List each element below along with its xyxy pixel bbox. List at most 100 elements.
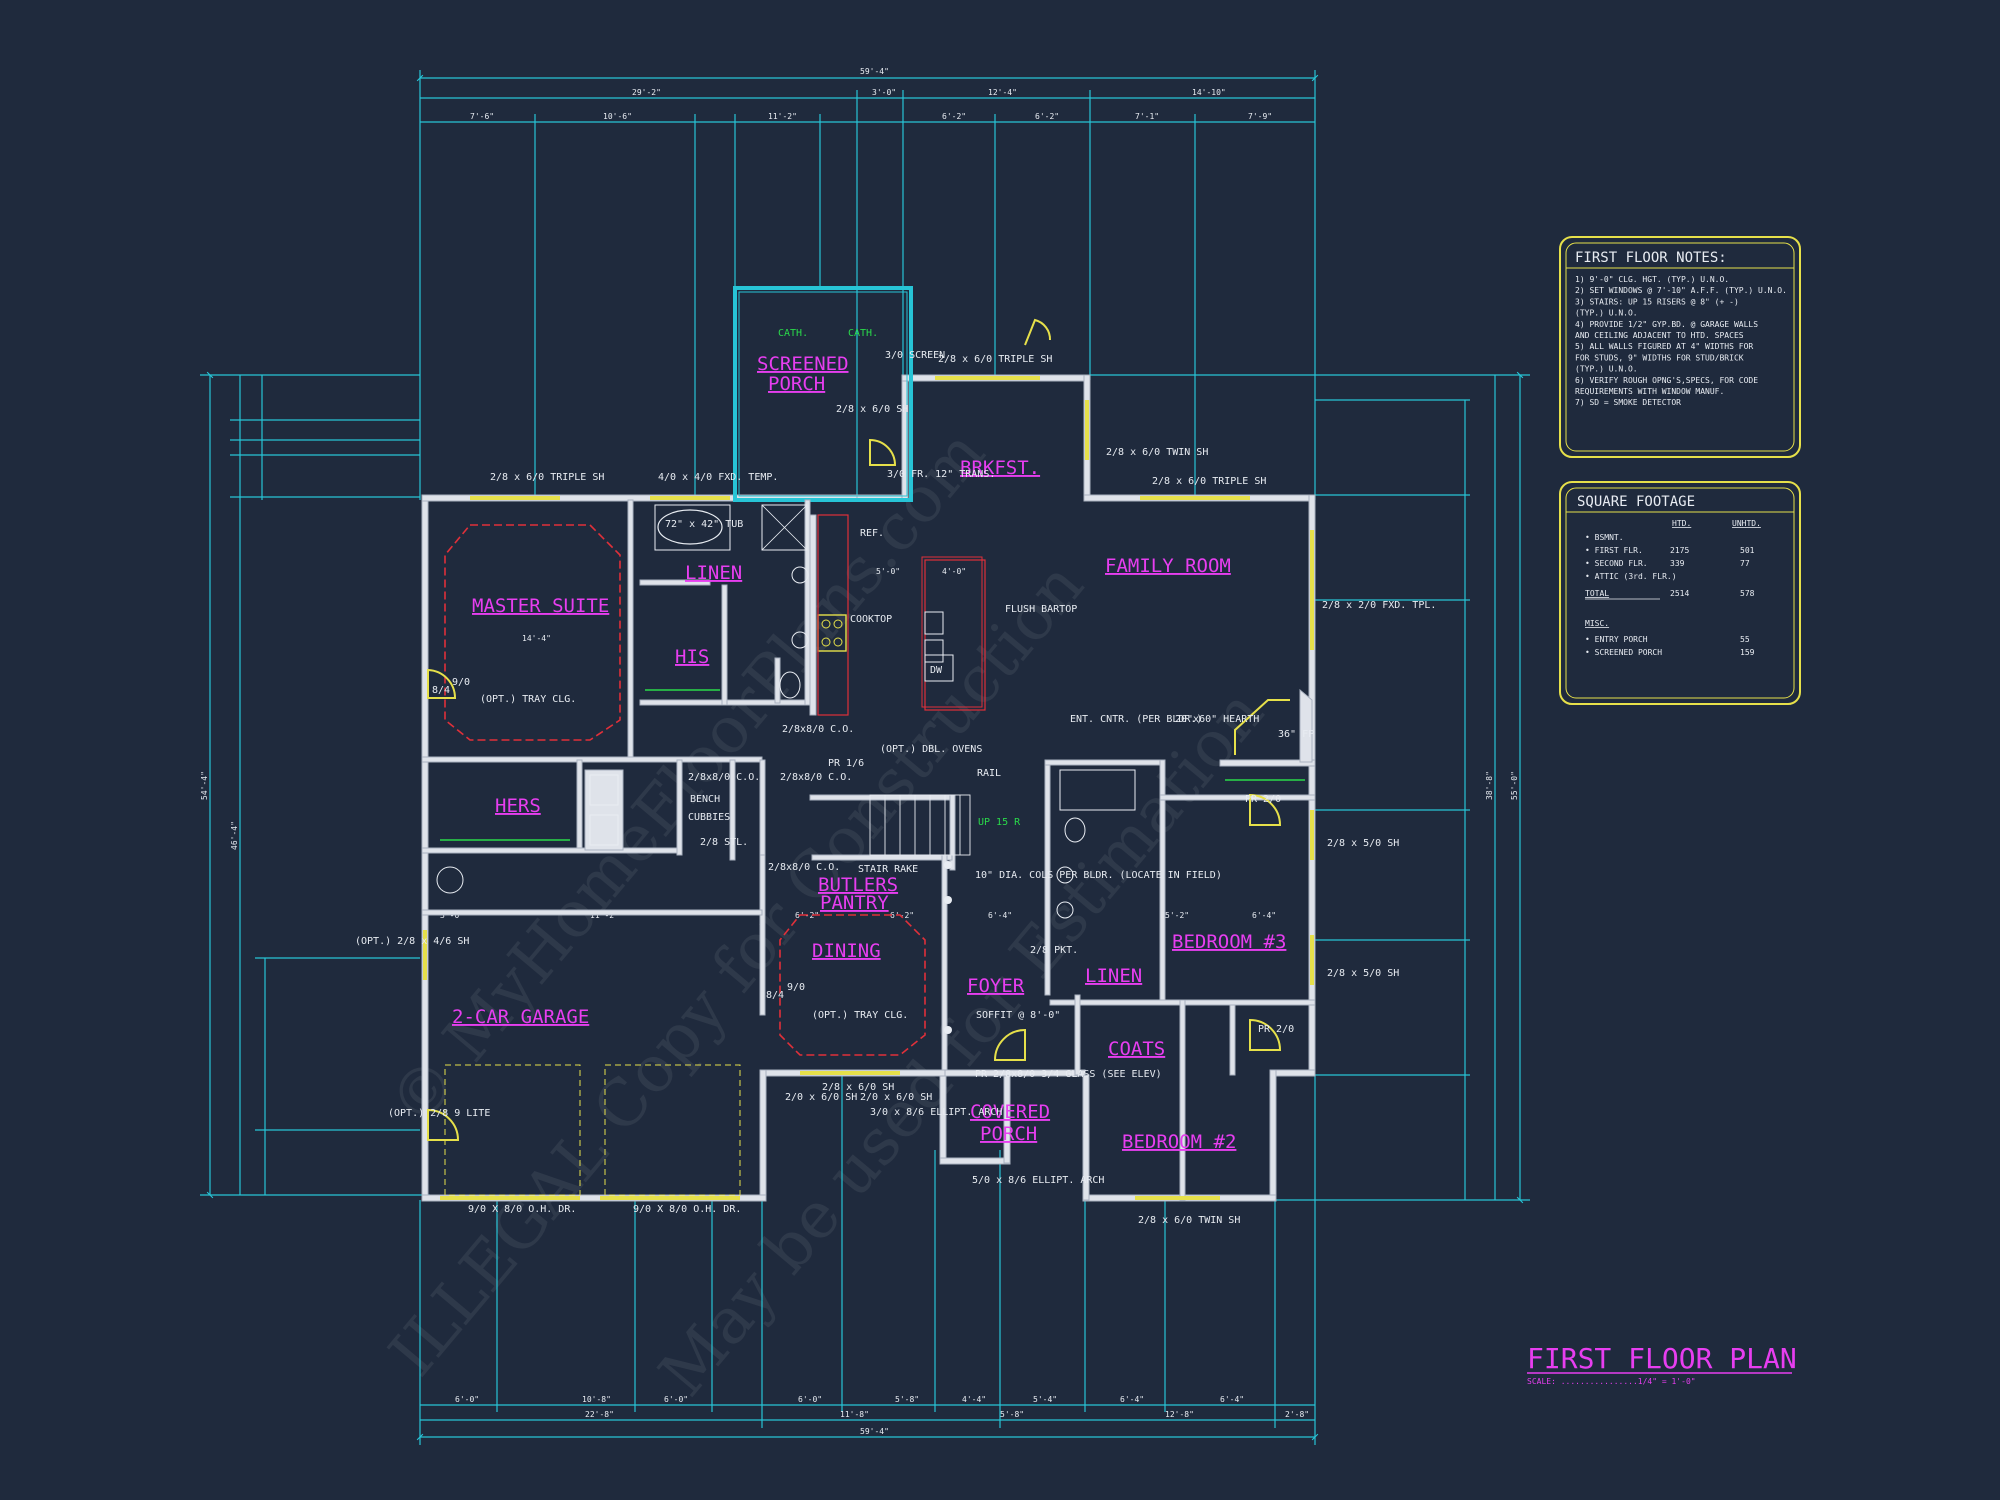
dim-bot-6: 4'-4" (962, 1395, 986, 1404)
label-ellipt-2: 5/0 x 8/6 ELLIPT. ARCH (972, 1175, 1104, 1186)
dim-sub-3: 11'-2" (768, 112, 797, 121)
label-cols: 10" DIA. COLS PER BLDR. (LOCATE IN FIELD… (975, 870, 1222, 881)
label-pr-1-6: PR 1/6 (828, 758, 864, 769)
dim-top-2: 3'-0" (872, 88, 896, 97)
dimension-lines (200, 70, 1530, 1445)
dim-bot-10: 2'-8" (1285, 1410, 1309, 1419)
room-names: SCREENED PORCH BRKFST. FAMILY ROOM MASTE… (452, 353, 1286, 1153)
label-win-br2: 2/8 x 6/0 TWIN SH (1138, 1215, 1240, 1226)
dimension-text: 59'-4" 29'-2" 3'-0" 12'-4" 14'-10" 7'-6"… (200, 67, 1519, 1436)
label-rail: RAIL (977, 768, 1001, 779)
room-covered-porch-2: PORCH (980, 1123, 1037, 1145)
label-pr-2-0-b: PR 2/0 (1258, 1024, 1294, 1035)
note-line: 7) SD = SMOKE DETECTOR (1575, 398, 1681, 407)
note-line: 3) STAIRS: UP 15 RISERS @ 8" (+ -) (1575, 297, 1739, 306)
label-win-br3-2: 2/8 x 5/0 SH (1327, 968, 1399, 979)
sqft-misc-unhtd: 159 (1740, 648, 1755, 657)
room-family: FAMILY ROOM (1105, 555, 1231, 577)
notes-heading: FIRST FLOOR NOTES: (1575, 250, 1727, 266)
label-pr-2-0-a: PR 2/0 (1245, 794, 1281, 805)
dim-top-4: 14'-10" (1192, 88, 1226, 97)
label-screen-door: 3/0 SCREEN (885, 350, 945, 361)
note-line: 1) 9'-0" CLG. HGT. (TYP.) U.N.O. (1575, 275, 1729, 284)
label-hearth: 20"x60" HEARTH (1175, 714, 1259, 725)
sqft-row-htd: 2175 (1670, 546, 1689, 555)
note-line: (TYP.) U.N.O. (1575, 365, 1638, 374)
sqft-col-htd: HTD. (1672, 519, 1691, 528)
dim-top-1: 29'-2" (632, 88, 661, 97)
label-win-porch: 2/8 x 6/0 SH (836, 404, 908, 415)
sqft-misc-label: • ENTRY PORCH (1585, 635, 1648, 644)
note-line: AND CEILING ADJACENT TO HTD. SPACES (1575, 331, 1744, 340)
label-fxd-temp: 4/0 x 4/0 FXD. TEMP. (658, 472, 778, 483)
dim-bot-7: 5'-4" (1033, 1395, 1057, 1404)
label-ref: REF. (860, 528, 884, 539)
label-win-triple-master: 2/8 x 6/0 TRIPLE SH (490, 472, 604, 483)
label-win-dining-2: 2/8 x 6/0 SH (822, 1082, 894, 1093)
dim-sub-5: 6'-2" (1035, 112, 1059, 121)
label-up: UP 15 R (978, 817, 1021, 828)
label-win-twin-brk: 2/8 x 6/0 TWIN SH (1106, 447, 1208, 458)
label-ent-cntr: ENT. CNTR. (PER BLDR.) (1070, 714, 1202, 725)
dim-right-2: 38'-8" (1485, 771, 1494, 800)
dim-br3-1: 5'-2" (1165, 911, 1189, 920)
dim-master-width: 14'-4" (522, 634, 551, 643)
label-door-8-4-b: 8/4 (766, 990, 784, 1001)
dim-top-3: 12'-4" (988, 88, 1017, 97)
label-garage-lite: (OPT.) 2/8 9 LITE (388, 1108, 490, 1119)
dim-bot-5: 5'-8" (895, 1395, 919, 1404)
label-tray-dining: (OPT.) TRAY CLG. (812, 1010, 908, 1021)
note-line: 6) VERIFY ROUGH OPNG'S,SPECS, FOR CODE (1575, 376, 1758, 385)
label-flush-bartop: FLUSH BARTOP (1005, 604, 1077, 615)
room-dining: DINING (812, 940, 881, 962)
sqft-total-htd: 2514 (1670, 589, 1689, 598)
title-block: FIRST FLOOR PLAN SCALE: ................… (1527, 1342, 1797, 1386)
dim-bot-8: 6'-4" (1120, 1395, 1144, 1404)
dim-left-2: 46'-4" (230, 821, 239, 850)
note-line: 5) ALL WALLS FIGURED AT 4" WIDTHS FOR (1575, 342, 1753, 351)
label-win-br3-1: 2/8 x 5/0 SH (1327, 838, 1399, 849)
label-stair-rake: STAIR RAKE (858, 864, 918, 875)
label-win-dining-3: 2/0 x 6/0 SH (860, 1092, 932, 1103)
plan-title: FIRST FLOOR PLAN (1527, 1342, 1797, 1375)
room-bedroom-2: BEDROOM #2 (1122, 1131, 1236, 1153)
sqft-misc-unhtd: 55 (1740, 635, 1750, 644)
label-tub: 72" x 42" TUB (665, 519, 743, 530)
room-brkfst: BRKFST. (960, 457, 1040, 479)
label-fr-trans: 3/0 FR. 12" TRANS. (887, 469, 995, 480)
label-door-9-0-b: 9/0 (787, 982, 805, 993)
room-pantry: PANTRY (820, 892, 889, 914)
room-butlers: BUTLERS (818, 874, 898, 896)
label-door-9-0-a: 9/0 (452, 677, 470, 688)
sqft-heading: SQUARE FOOTAGE (1577, 494, 1695, 510)
room-his: HIS (675, 646, 709, 668)
label-ellipt-1: 3/0 x 8/6 ELLIPT. ARCH (870, 1107, 1002, 1118)
label-win-triple-fam: 2/8 x 6/0 TRIPLE SH (1152, 476, 1266, 487)
sqft-row-unhtd: 501 (1740, 546, 1755, 555)
room-linen-2: LINEN (1085, 965, 1142, 987)
note-line: 4) PROVIDE 1/2" GYP.BD. @ GARAGE WALLS (1575, 320, 1758, 329)
dim-bot2-3: 5'-8" (1000, 1410, 1024, 1419)
sqft-row-label: • BSMNT. (1585, 533, 1624, 542)
sqft-row-label: • FIRST FLR. (1585, 546, 1643, 555)
label-stl: 2/8 STL. (700, 837, 748, 848)
dim-left-overall: 54'-4" (200, 771, 209, 800)
fixtures (427, 318, 1305, 1196)
sqft-row-label: • ATTIC (3rd. FLR.) (1585, 572, 1677, 581)
label-garage-door-2: 9/0 X 8/0 O.H. DR. (633, 1204, 741, 1215)
dim-overall-bottom: 59'-4" (860, 1427, 889, 1436)
room-screened-porch-2: PORCH (768, 373, 825, 395)
dim-sub-1: 7'-6" (470, 112, 494, 121)
dim-right-overall: 55'-0" (1510, 771, 1519, 800)
dim-dining-2: 6'-2" (890, 911, 914, 920)
note-line: FOR STUDS, 9" WIDTHS FOR STUD/BRICK (1575, 353, 1744, 362)
note-line: (TYP.) U.N.O. (1575, 309, 1638, 318)
dim-4-0: 4'-0" (942, 567, 966, 576)
label-win-triple-top: 2/8 x 6/0 TRIPLE SH (938, 354, 1052, 365)
plan-scale: SCALE: ................1/4" = 1'-0" (1527, 1377, 1696, 1386)
room-foyer: FOYER (967, 975, 1025, 997)
dim-sub-4: 6'-2" (942, 112, 966, 121)
notes-list: 1) 9'-0" CLG. HGT. (TYP.) U.N.O.2) SET W… (1575, 275, 1787, 407)
